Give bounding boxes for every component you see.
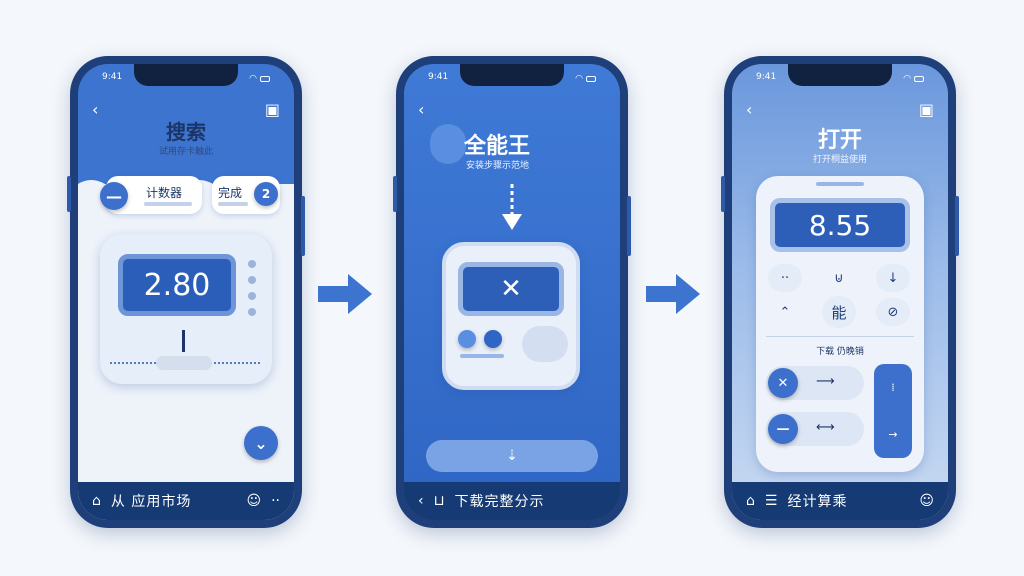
page-title: 全能王: [464, 134, 531, 159]
battery-icon: [586, 76, 596, 82]
status-bar: 9:41 ◠: [404, 72, 620, 86]
status-time: 9:41: [102, 72, 123, 82]
dot-button-2[interactable]: [484, 330, 502, 348]
wifi-icon: ◠: [249, 74, 257, 84]
face-icon[interactable]: ☺: [246, 493, 262, 509]
page-title: 搜索: [166, 120, 206, 144]
more-icon[interactable]: ··: [271, 493, 280, 509]
page-subtitle: 打开桐益使用: [812, 155, 867, 165]
screen: 9:41 ◠ ‹ 全能王 安装步骤示范地 ✕ ⇣ ‹ ⊔ 下载完整分示: [404, 64, 620, 520]
bottom-bar: ⌂ 从 应用市场 ☺ ··: [78, 482, 294, 520]
calendar-icon[interactable]: ▣: [918, 100, 934, 119]
home-icon[interactable]: ⌂: [92, 493, 101, 509]
back-icon[interactable]: ‹: [418, 100, 425, 119]
app-icon: [430, 124, 466, 164]
down-chevron-icon[interactable]: ⌄: [244, 426, 278, 460]
flow-arrow-right: [646, 274, 700, 314]
battery-icon: [260, 76, 270, 82]
key-up[interactable]: ⌃: [779, 304, 791, 320]
counter-card: 2.80: [100, 234, 272, 384]
arrow-right-icon: ⟶: [816, 374, 835, 389]
notch: [134, 64, 238, 86]
download-icon: ⇣: [506, 448, 518, 464]
face-icon[interactable]: ☺: [919, 493, 934, 509]
page-subtitle: 试用存卡触此: [158, 147, 213, 157]
notch: [460, 64, 564, 86]
close-icon: ✕: [500, 274, 522, 304]
notch: [788, 64, 892, 86]
phone-open-screen: 9:41 ◠ ‹ ▣ 打开 打开桐益使用 8.55 ·· ⊍ ↓ ⌃ 能 ⊘ 下…: [721, 56, 959, 528]
bottom-title: 经计算乘: [787, 494, 848, 510]
step-badge: 2: [254, 182, 278, 206]
bottom-bar: ⌂ ☰ 经计算乘 ☺: [732, 482, 948, 520]
download-arrow-icon: [502, 184, 522, 230]
wifi-icon: ◠: [575, 74, 583, 84]
status-bar: 9:41 ◠: [732, 72, 948, 86]
bottom-title: 下载完整分示: [454, 494, 545, 510]
device-card: ✕: [442, 242, 580, 390]
key-dots[interactable]: ··: [768, 264, 802, 292]
download-button[interactable]: ⇣: [426, 440, 598, 472]
display-value: 8.55: [808, 208, 872, 242]
calendar-icon[interactable]: ▣: [264, 100, 280, 119]
screen: 9:41 ◠ ‹ ▣ 搜索 试用存卡触此 计数器 — 完成 2 2.80: [78, 64, 294, 520]
tray-icon[interactable]: ⊔: [433, 493, 445, 509]
knob[interactable]: [522, 326, 568, 362]
close-icon[interactable]: ✕: [768, 368, 798, 398]
screen: 9:41 ◠ ‹ ▣ 打开 打开桐益使用 8.55 ·· ⊍ ↓ ⌃ 能 ⊘ 下…: [732, 64, 948, 520]
key-main[interactable]: 能: [822, 296, 856, 328]
back-icon[interactable]: ‹: [746, 100, 753, 119]
arrow-right-icon: →: [888, 428, 898, 441]
phone-search-screen: 9:41 ◠ ‹ ▣ 搜索 试用存卡触此 计数器 — 完成 2 2.80: [67, 56, 305, 528]
key-plug[interactable]: ⊍: [834, 270, 844, 286]
status-time: 9:41: [756, 72, 777, 82]
phone-download-screen: 9:41 ◠ ‹ 全能王 安装步骤示范地 ✕ ⇣ ‹ ⊔ 下载完整分示: [393, 56, 631, 528]
slider-handle[interactable]: [156, 356, 212, 370]
status-time: 9:41: [428, 72, 449, 82]
display-panel: 2.80: [118, 254, 236, 316]
home-icon[interactable]: ⌂: [746, 493, 755, 509]
back-icon[interactable]: ‹: [418, 493, 424, 509]
back-icon[interactable]: ‹: [92, 100, 99, 119]
display-panel: 8.55: [770, 198, 910, 252]
status-bar: 9:41 ◠: [78, 72, 294, 86]
display-value: 2.80: [143, 267, 211, 303]
minus-icon[interactable]: —: [768, 414, 798, 444]
done-label: 完成: [218, 186, 243, 200]
calculator-card: 8.55 ·· ⊍ ↓ ⌃ 能 ⊘ 下载 仍晚销 ✕ ⟶ — ⟷ ⁞ →: [756, 176, 924, 472]
flow-arrow-right: [318, 274, 372, 314]
bottom-bar: ‹ ⊔ 下载完整分示: [404, 482, 620, 520]
page-subtitle: 安装步骤示范地: [466, 161, 530, 171]
section-label: 下载 仍晚销: [816, 347, 864, 357]
double-arrow-icon: ⟷: [816, 420, 835, 435]
battery-icon: [914, 76, 924, 82]
key-fn[interactable]: ⊘: [876, 298, 910, 326]
page-title: 打开: [817, 128, 862, 153]
search-label: 计数器: [146, 186, 183, 200]
minus-icon[interactable]: —: [100, 182, 128, 210]
display-panel: ✕: [458, 262, 564, 316]
pointer-marker: [182, 330, 185, 352]
bottom-title: 从 应用市场: [110, 494, 192, 510]
tall-action-button[interactable]: ⁞ →: [874, 364, 912, 458]
wifi-icon: ◠: [903, 74, 911, 84]
key-down[interactable]: ↓: [876, 264, 910, 292]
list-icon[interactable]: ☰: [764, 493, 778, 509]
dot-button-1[interactable]: [458, 330, 476, 348]
split-icon: ⁞: [891, 381, 895, 394]
